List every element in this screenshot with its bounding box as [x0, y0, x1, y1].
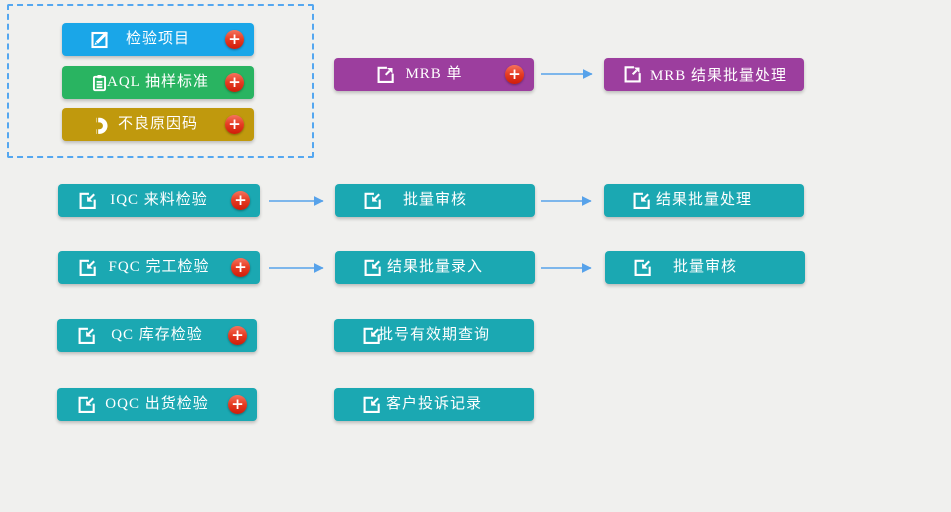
- node-fqc-final-inspection[interactable]: FQC 完工检验 +: [58, 251, 260, 284]
- node-label: FQC 完工检验: [108, 259, 210, 275]
- import-icon: [75, 393, 98, 416]
- node-defect-reason-code[interactable]: 不良原因码 +: [62, 108, 254, 141]
- node-label: 检验项目: [125, 31, 190, 47]
- node-result-batch-processing[interactable]: 结果批量处理: [604, 184, 804, 217]
- node-oqc-shipping-inspection[interactable]: OQC 出货检验 +: [57, 388, 257, 421]
- add-icon[interactable]: +: [225, 30, 244, 49]
- node-label: AQL 抽样标准: [106, 74, 210, 90]
- add-icon[interactable]: +: [231, 258, 250, 277]
- export-icon: [374, 63, 397, 86]
- node-customer-complaint-record[interactable]: 客户投诉记录: [334, 388, 534, 421]
- node-qc-stock-inspection[interactable]: QC 库存检验 +: [57, 319, 257, 352]
- magnet-icon: [88, 113, 111, 136]
- node-label: 客户投诉记录: [385, 396, 482, 412]
- import-icon: [361, 256, 384, 279]
- node-label: MRB 单: [405, 66, 463, 82]
- import-icon: [631, 256, 654, 279]
- node-label: OQC 出货检验: [105, 396, 209, 412]
- clipboard-icon: [88, 71, 111, 94]
- import-icon: [360, 393, 383, 416]
- import-icon: [361, 189, 384, 212]
- master-data-group-box: [7, 4, 314, 158]
- add-icon[interactable]: +: [225, 73, 244, 92]
- add-icon[interactable]: +: [225, 115, 244, 134]
- import-icon: [76, 189, 99, 212]
- node-mrb-result-batch-processing[interactable]: MRB 结果批量处理: [604, 58, 804, 91]
- node-result-batch-entry[interactable]: 结果批量录入: [335, 251, 535, 284]
- node-label: IQC 来料检验: [110, 192, 208, 208]
- node-batch-review-fqc[interactable]: 批量审核: [605, 251, 805, 284]
- import-icon: [76, 256, 99, 279]
- node-label: 结果批量处理: [655, 192, 752, 208]
- add-icon[interactable]: +: [231, 191, 250, 210]
- node-batch-validity-query[interactable]: 批号有效期查询: [334, 319, 534, 352]
- import-icon: [360, 324, 383, 347]
- node-inspection-items[interactable]: 检验项目 +: [62, 23, 254, 56]
- node-label: 批号有效期查询: [377, 327, 490, 343]
- import-icon: [630, 189, 653, 212]
- node-iqc-incoming-inspection[interactable]: IQC 来料检验 +: [58, 184, 260, 217]
- node-label: 批量审核: [672, 259, 737, 275]
- add-icon[interactable]: +: [505, 65, 524, 84]
- node-label: 批量审核: [402, 192, 467, 208]
- node-aql-sampling-standard[interactable]: AQL 抽样标准 +: [62, 66, 254, 99]
- node-label: 结果批量录入: [386, 259, 483, 275]
- import-icon: [75, 324, 98, 347]
- node-label: QC 库存检验: [111, 327, 203, 343]
- export-icon: [621, 63, 644, 86]
- node-label: 不良原因码: [117, 116, 198, 132]
- edit-icon: [88, 28, 111, 51]
- node-label: MRB 结果批量处理: [649, 68, 788, 84]
- node-mrb-order[interactable]: MRB 单 +: [334, 58, 534, 91]
- add-icon[interactable]: +: [228, 395, 247, 414]
- add-icon[interactable]: +: [228, 326, 247, 345]
- node-batch-review-iqc[interactable]: 批量审核: [335, 184, 535, 217]
